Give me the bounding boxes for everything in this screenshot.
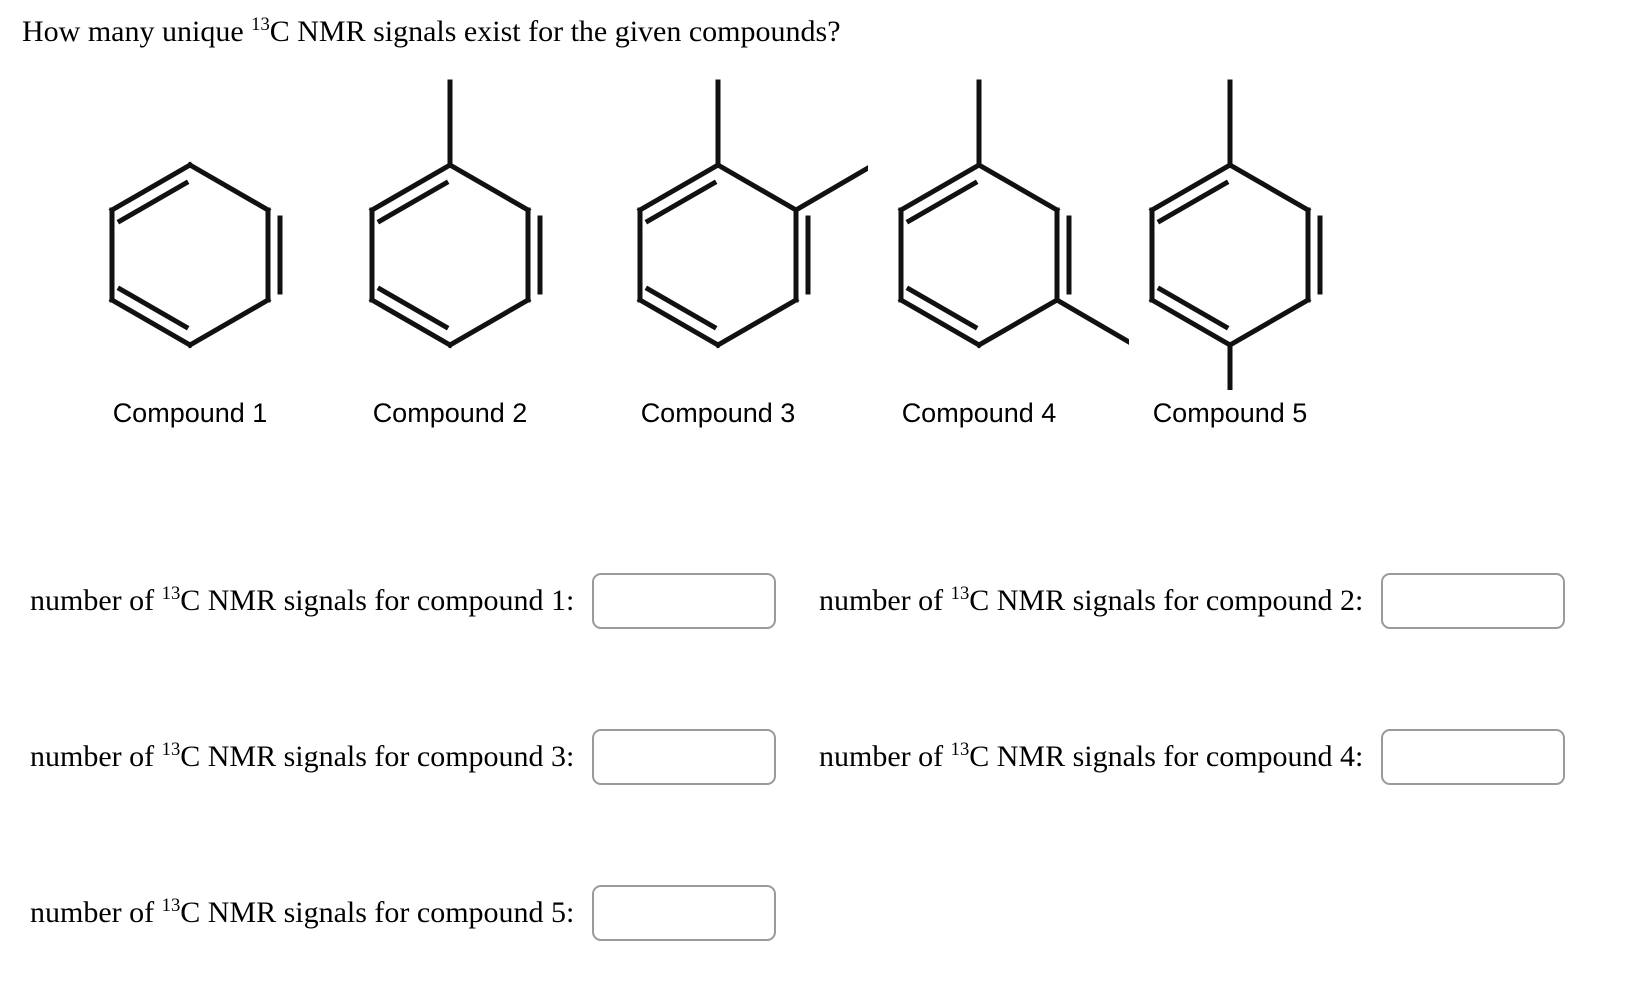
structure-compound-1: Compound 1 [40, 60, 340, 450]
structure-label-compound-3: Compound 3 [640, 398, 796, 428]
answer-suffix-2: C NMR signals for compound 2: [969, 584, 1364, 617]
benzene-drawing [40, 60, 340, 390]
structure-label-compound-4: Compound 4 [901, 398, 1057, 428]
meta-xylene-drawing [829, 60, 1133, 390]
answer-label-compound-4: number of 13C NMR signals for compound 4… [819, 740, 1363, 774]
structure-label-compound-1: Compound 1 [112, 398, 268, 428]
answer-input-compound-4[interactable] [1381, 729, 1566, 785]
structure-compound-2: Compound 2 [300, 60, 600, 450]
answer-fields-area: number of 13C NMR signals for compound 1… [0, 520, 1648, 996]
question-heading: How many unique 13C NMR signals exist fo… [22, 14, 841, 50]
answer-row-compound-1: number of 13C NMR signals for compound 1… [30, 546, 777, 656]
question-text-before: How many unique [22, 15, 252, 48]
answer-input-compound-1[interactable] [592, 573, 777, 629]
answer-row-compound-3: number of 13C NMR signals for compound 3… [30, 702, 777, 812]
isotope-superscript-5: 13 [161, 895, 181, 916]
answer-suffix-5: C NMR signals for compound 5: [180, 896, 575, 929]
answer-prefix-1: number of [30, 584, 162, 617]
ortho-xylene-drawing [568, 60, 872, 390]
isotope-superscript: 13 [251, 14, 270, 35]
answer-suffix-1: C NMR signals for compound 1: [180, 584, 575, 617]
structure-label-compound-2: Compound 2 [372, 398, 528, 428]
isotope-superscript-4: 13 [950, 739, 970, 760]
structure-label-compound-5: Compound 5 [1152, 398, 1308, 428]
answer-prefix-5: number of [30, 896, 162, 929]
answer-label-compound-3: number of 13C NMR signals for compound 3… [30, 740, 574, 774]
answer-input-compound-3[interactable] [592, 729, 777, 785]
para-xylene-drawing [1080, 60, 1380, 431]
answer-suffix-3: C NMR signals for compound 3: [180, 740, 575, 773]
structure-compound-5: Compound 5 [1080, 60, 1380, 450]
structure-compound-4: Compound 4 [829, 60, 1133, 450]
answer-row-compound-2: number of 13C NMR signals for compound 2… [819, 546, 1566, 656]
question-text-after: C NMR signals exist for the given compou… [269, 15, 841, 48]
answer-input-compound-2[interactable] [1381, 573, 1566, 629]
structure-compound-3: Compound 3 [568, 60, 872, 450]
isotope-superscript-3: 13 [161, 739, 181, 760]
toluene-drawing [300, 60, 600, 390]
answer-row-compound-5: number of 13C NMR signals for compound 5… [30, 858, 777, 968]
answer-prefix-2: number of [819, 584, 951, 617]
answer-row-compound-4: number of 13C NMR signals for compound 4… [819, 702, 1566, 812]
answer-label-compound-1: number of 13C NMR signals for compound 1… [30, 584, 574, 618]
answer-input-compound-5[interactable] [592, 885, 777, 941]
compound-structures-row: Compound 1 Compound 2 [0, 60, 1648, 450]
isotope-superscript-2: 13 [950, 583, 970, 604]
answer-label-compound-5: number of 13C NMR signals for compound 5… [30, 896, 574, 930]
answer-label-compound-2: number of 13C NMR signals for compound 2… [819, 584, 1363, 618]
answer-prefix-4: number of [819, 740, 951, 773]
isotope-superscript-1: 13 [161, 583, 181, 604]
answer-prefix-3: number of [30, 740, 162, 773]
answer-suffix-4: C NMR signals for compound 4: [969, 740, 1364, 773]
